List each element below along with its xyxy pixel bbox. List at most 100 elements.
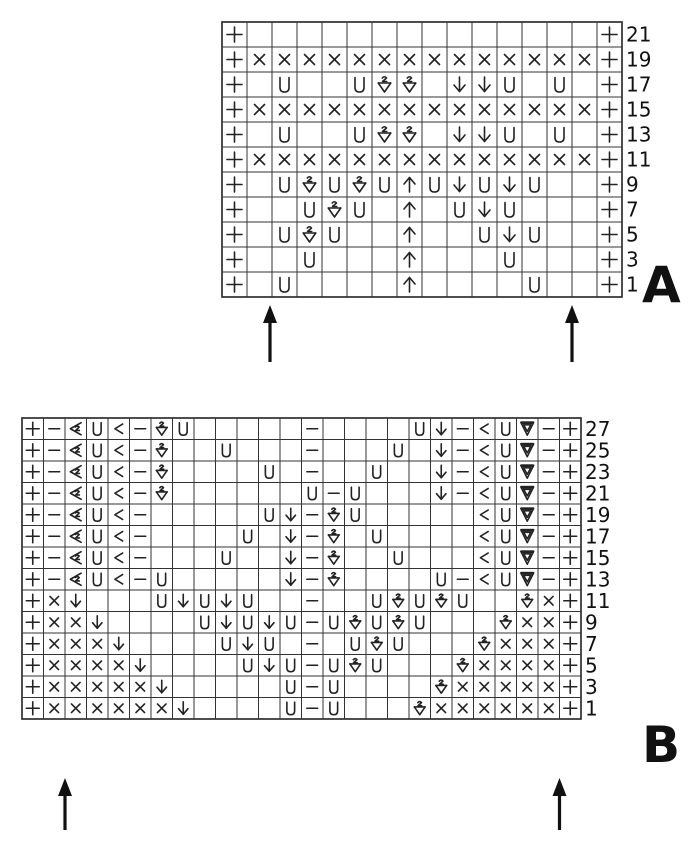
chart-a-cross-stitch-icon <box>578 53 591 66</box>
chart-b-cross-stitch-icon <box>543 638 554 649</box>
chart-a-edge-stitch-icon <box>226 276 243 293</box>
chart-a-cross-stitch-icon <box>278 53 291 66</box>
chart-a-cross-stitch-icon <box>553 53 566 66</box>
chart-b-yarn-over-icon <box>329 615 339 630</box>
chart-a-edge-stitch-icon <box>226 26 243 43</box>
chart-b-right-decrease-icon <box>435 464 447 479</box>
chart-b-yarn-over-icon <box>92 464 102 479</box>
chart-b-yarn-over-icon <box>92 486 102 501</box>
chart-b-cross-stitch-icon <box>522 703 533 714</box>
chart-b-left-lean-icon <box>114 487 124 499</box>
chart-b-cross-stitch-icon <box>70 617 81 628</box>
chart-b-edge-stitch-icon <box>25 679 41 695</box>
chart-a-right-decrease-icon <box>503 226 516 243</box>
chart-a-cross-stitch-icon <box>528 53 541 66</box>
chart-a-yarn-over-icon <box>329 176 340 193</box>
chart-b-right-decrease-icon <box>156 679 168 694</box>
chart-b-yarn-over-icon <box>393 550 403 565</box>
chart-a-decrease-2-icon <box>377 75 392 93</box>
chart-b-row-number: 19 <box>585 503 610 527</box>
chart-b-decrease-2-icon <box>155 442 168 458</box>
chart-b-cross-stitch-icon <box>49 638 60 649</box>
chart-b-edge-stitch-icon <box>562 486 578 501</box>
chart-b-arrow-right-icon <box>552 778 567 830</box>
chart-a-cross-stitch-icon <box>328 153 341 166</box>
chart-a-center-decrease-icon <box>403 176 416 193</box>
chart-b-yarn-over-icon <box>329 701 339 716</box>
chart-a-cross-stitch-icon <box>328 103 341 116</box>
chart-b-right-decrease-icon <box>91 615 103 630</box>
chart-b-yarn-over-icon <box>415 421 425 436</box>
chart-b-grid <box>21 417 582 720</box>
chart-b-yarn-over-icon <box>92 507 102 522</box>
chart-a-edge-stitch-icon <box>226 226 243 243</box>
chart-b-right-decrease-icon <box>285 507 297 522</box>
chart-b-yarn-over-icon <box>200 615 210 630</box>
chart-b-triangle-decrease-icon <box>519 442 535 458</box>
chart-b-cross-stitch-icon <box>49 681 60 692</box>
chart-b-row-number: 21 <box>585 481 610 505</box>
chart-a-yarn-over-icon <box>279 176 290 193</box>
chart-b-cross-stitch-icon <box>92 660 103 671</box>
chart-b-cross-stitch-icon <box>92 681 103 692</box>
chart-b-row-number: 27 <box>585 417 610 441</box>
chart-b-right-decrease-icon <box>263 657 275 673</box>
chart-b-edge-stitch-icon <box>25 615 41 630</box>
chart-a-row-number: 13 <box>626 123 651 147</box>
chart-a-cross-stitch-icon <box>503 153 516 166</box>
chart-b-left-decrease-2-icon <box>69 529 82 544</box>
chart-a-edge-stitch-icon <box>601 26 618 43</box>
chart-a-yarn-over-icon <box>279 76 290 93</box>
chart-b-yarn-over-icon <box>501 507 511 522</box>
chart-b-edge-stitch-icon <box>25 507 41 522</box>
chart-a-cross-stitch-icon <box>403 103 416 116</box>
chart-a-yarn-over-icon <box>504 76 515 93</box>
chart-b-yarn-over-icon <box>372 615 382 630</box>
chart-b-edge-stitch-icon <box>562 550 578 565</box>
chart-b-triangle-decrease-icon <box>519 421 535 437</box>
chart-b-yarn-over-icon <box>415 615 425 630</box>
chart-b-cross-stitch-icon <box>479 660 490 671</box>
chart-b-cross-stitch-icon <box>92 703 103 714</box>
chart-b-cross-stitch-icon <box>49 595 60 606</box>
chart-b-left-lean-icon <box>479 530 489 542</box>
chart-b-yarn-over-icon <box>350 507 360 522</box>
chart-a-cross-stitch-icon <box>553 153 566 166</box>
chart-b-cross-stitch-icon <box>457 703 468 714</box>
chart-a-decrease-2-icon <box>402 75 417 93</box>
chart-b-cross-stitch-icon <box>500 703 511 714</box>
chart-a-cross-stitch-icon <box>453 153 466 166</box>
chart-b-edge-stitch-icon <box>25 657 41 673</box>
chart-a-yarn-over-icon <box>279 126 290 143</box>
chart-b-cross-stitch-icon <box>543 681 554 692</box>
chart-b-row-number: 11 <box>585 589 610 613</box>
chart-b-cross-stitch-icon <box>156 703 167 714</box>
chart-b-right-decrease-icon <box>263 615 275 630</box>
chart-a-edge-stitch-icon <box>226 76 243 93</box>
chart-b-left-lean-icon <box>114 530 124 542</box>
chart-b-yarn-over-icon <box>458 593 468 608</box>
chart-a-row-number: 7 <box>626 198 639 222</box>
chart-b-edge-stitch-icon <box>562 572 578 587</box>
chart-b-row-number: 9 <box>585 610 598 634</box>
chart-b-edge-stitch-icon <box>25 421 41 437</box>
chart-b-triangle-decrease-icon <box>519 571 535 587</box>
chart-a-decrease-2-icon <box>327 200 342 218</box>
chart-b-yarn-over-icon <box>393 636 403 651</box>
chart-b-row-number: 25 <box>585 438 610 462</box>
chart-a-edge-stitch-icon <box>226 126 243 143</box>
chart-b-left-lean-icon <box>479 487 489 499</box>
chart-b-decrease-2-icon <box>155 485 168 501</box>
chart-a-edge-stitch-icon <box>226 176 243 193</box>
chart-b-right-decrease-icon <box>220 593 232 608</box>
chart-b-yarn-over-icon <box>307 486 317 501</box>
chart-a-arrow-left-icon <box>263 305 277 362</box>
chart-b-yarn-over-icon <box>286 679 296 694</box>
chart-b-triangle-decrease-icon <box>519 528 535 544</box>
chart-a-right-decrease-icon <box>503 176 516 193</box>
chart-a-yarn-over-icon <box>429 176 440 193</box>
chart-b-yarn-over-icon <box>264 464 274 479</box>
chart-a-center-decrease-icon <box>403 201 416 218</box>
chart-b-cross-stitch-icon <box>457 681 468 692</box>
